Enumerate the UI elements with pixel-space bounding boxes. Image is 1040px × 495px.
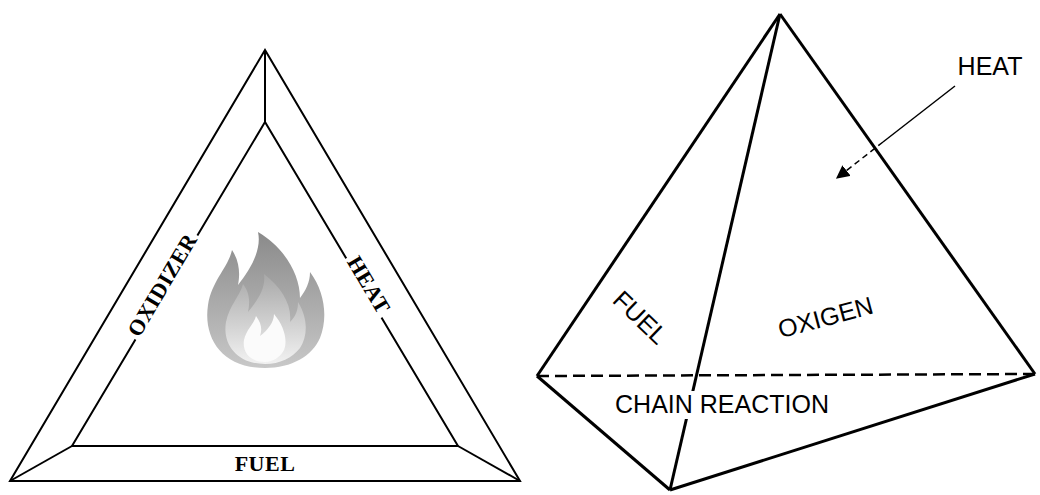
part-label: HEAT	[955, 53, 1026, 81]
triangle-outer	[10, 50, 520, 481]
corner-line	[264, 50, 266, 122]
part-label: CHAIN REACTION	[612, 391, 832, 419]
leader-line	[837, 142, 883, 178]
part-label: OXIDIZER	[122, 227, 205, 344]
part-label: OXIGEN	[773, 291, 880, 344]
corner-line	[10, 446, 72, 481]
fire-tetrahedron	[537, 14, 1035, 490]
flame-icon	[207, 232, 324, 368]
hidden-edge	[537, 374, 1035, 376]
fire-triangle	[10, 50, 520, 481]
part-label: HEAT	[340, 249, 396, 320]
triangle-inner	[72, 122, 458, 446]
corner-line	[458, 446, 520, 481]
heat-arrow	[837, 86, 955, 178]
leader-line	[883, 86, 955, 142]
tetra-edge	[537, 14, 780, 376]
part-label: FUEL	[232, 452, 299, 476]
part-label: FUEL	[605, 284, 674, 352]
